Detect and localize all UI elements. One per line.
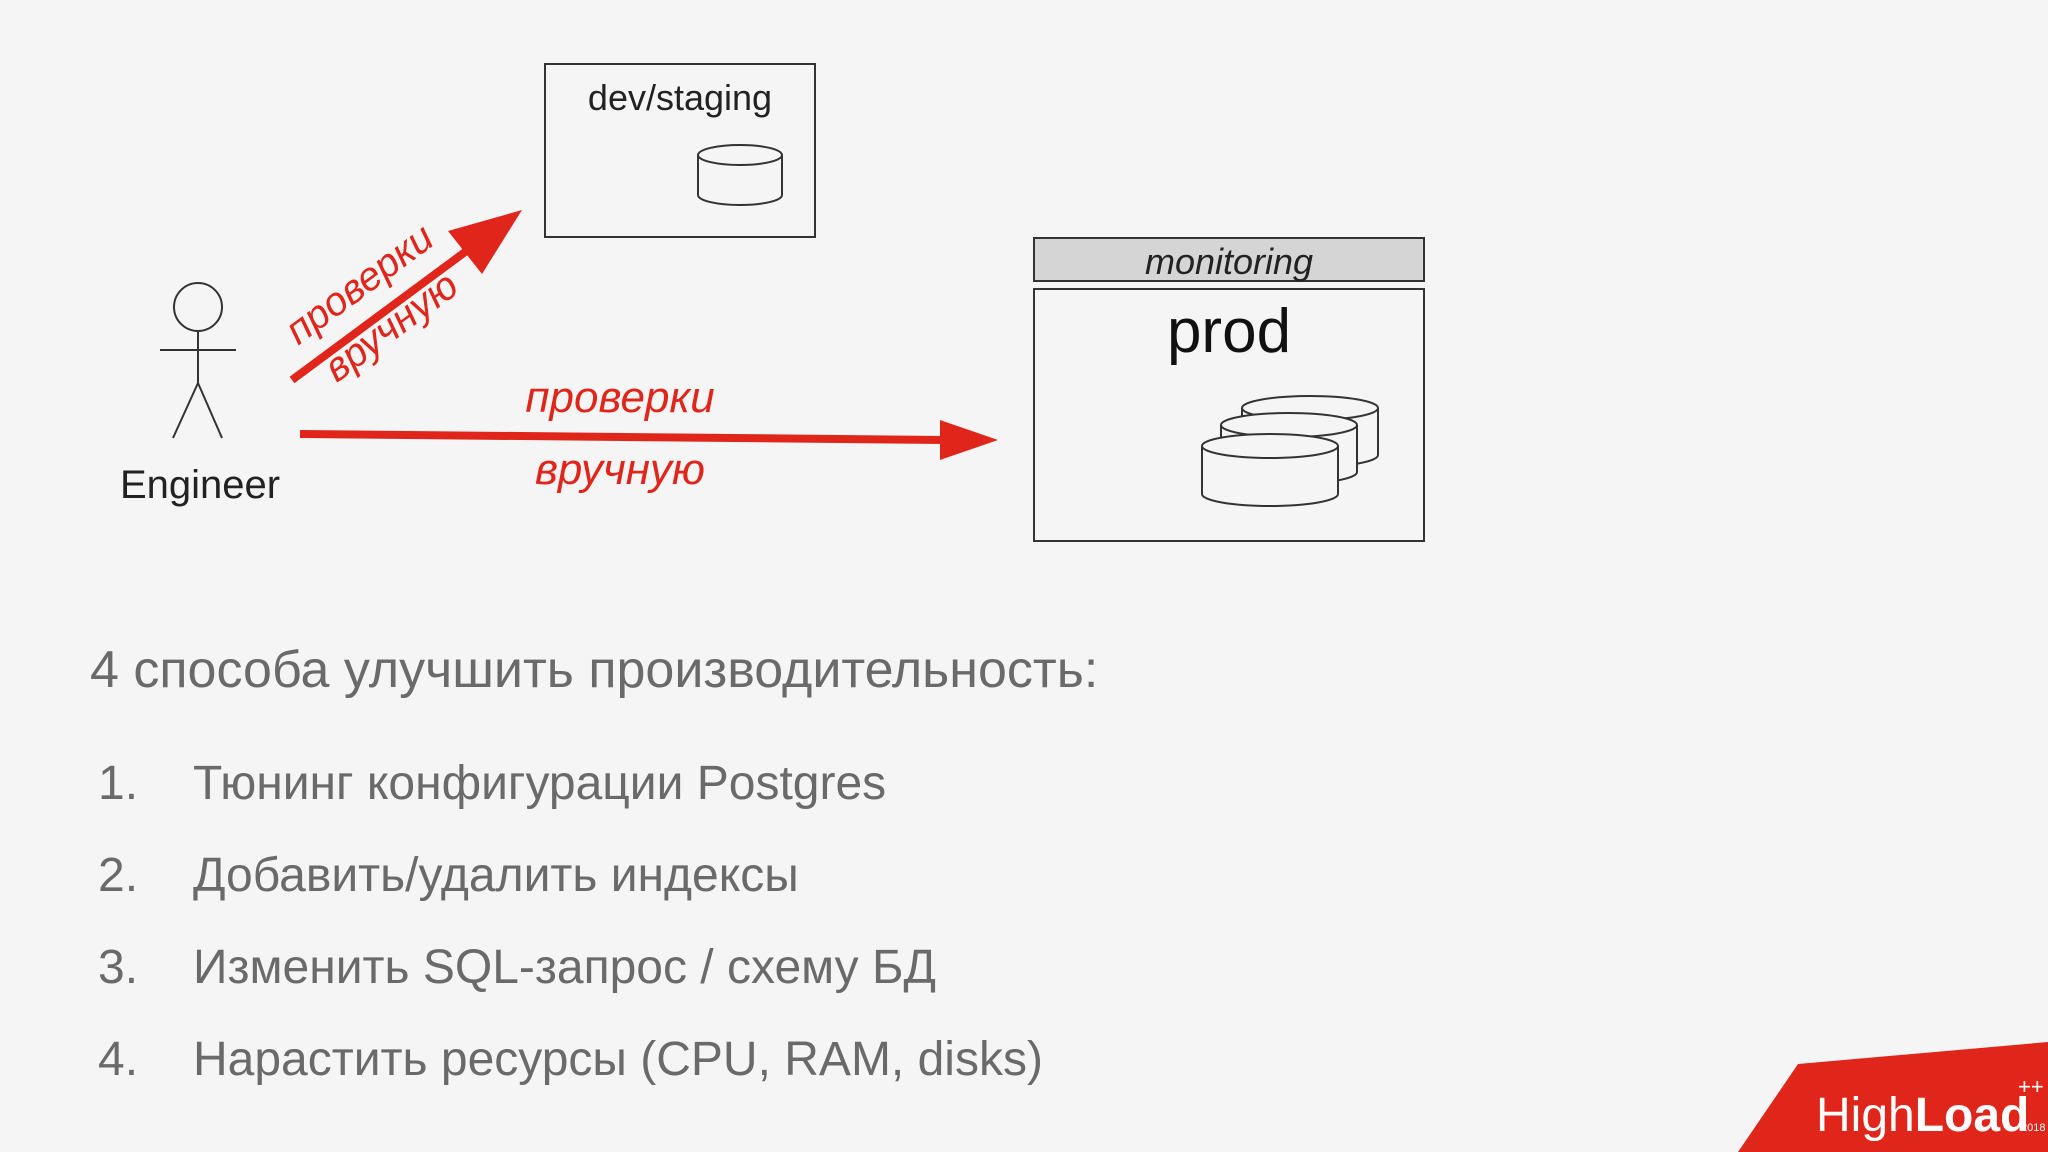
highload-logo: HighLoad ++ 2018 [1738, 1042, 2048, 1152]
list-item: 1. Тюнинг конфигурации Postgres [98, 756, 886, 816]
section-heading: 4 способа улучшить производительность: [90, 641, 1099, 699]
prod-database-cluster-icon [1201, 395, 1379, 507]
database-icon-front [1201, 433, 1339, 507]
arrow-to-prod-label-2: вручную [535, 445, 705, 494]
list-item: 4. Нарастить ресурсы (CPU, RAM, disks) [98, 1032, 1043, 1092]
list-item-text: Тюнинг конфигурации Postgres [193, 757, 887, 810]
monitoring-bar [1033, 237, 1425, 282]
arrow-to-prod-label-1: проверки [525, 373, 714, 422]
engineer-stick-figure-icon [160, 282, 236, 439]
arrow-to-staging [289, 210, 522, 384]
list-item-text: Изменить SQL-запрос / схему БД [193, 941, 937, 994]
svg-text:HighLoad: HighLoad [1816, 1089, 2029, 1142]
list-item-number: 2. [98, 849, 139, 902]
arrow-to-prod [299, 420, 998, 460]
list-item-text: Добавить/удалить индексы [193, 849, 799, 902]
architecture-diagram: dev/staging monitoring prod Engineer [120, 63, 1425, 542]
list-item-number: 3. [98, 941, 139, 994]
logo-text-high: High [1816, 1089, 1915, 1142]
staging-label: dev/staging [588, 77, 772, 118]
list-item: 2. Добавить/удалить индексы [98, 848, 799, 908]
prod-label: prod [1167, 297, 1291, 366]
list-item-number: 4. [98, 1033, 139, 1086]
logo-superscript: ++ [2018, 1074, 2044, 1099]
staging-box [544, 63, 816, 238]
list-item-text: Нарастить ресурсы (CPU, RAM, disks) [193, 1033, 1043, 1086]
logo-text-load: Load [1915, 1089, 2030, 1142]
engineer-label: Engineer [120, 463, 280, 507]
list-item-number: 1. [98, 757, 139, 810]
logo-year: 2018 [2021, 1122, 2045, 1134]
staging-database-icon [697, 144, 783, 206]
list-item: 3. Изменить SQL-запрос / схему БД [98, 940, 936, 1000]
prod-box [1033, 288, 1425, 542]
monitoring-label: monitoring [1145, 241, 1313, 282]
